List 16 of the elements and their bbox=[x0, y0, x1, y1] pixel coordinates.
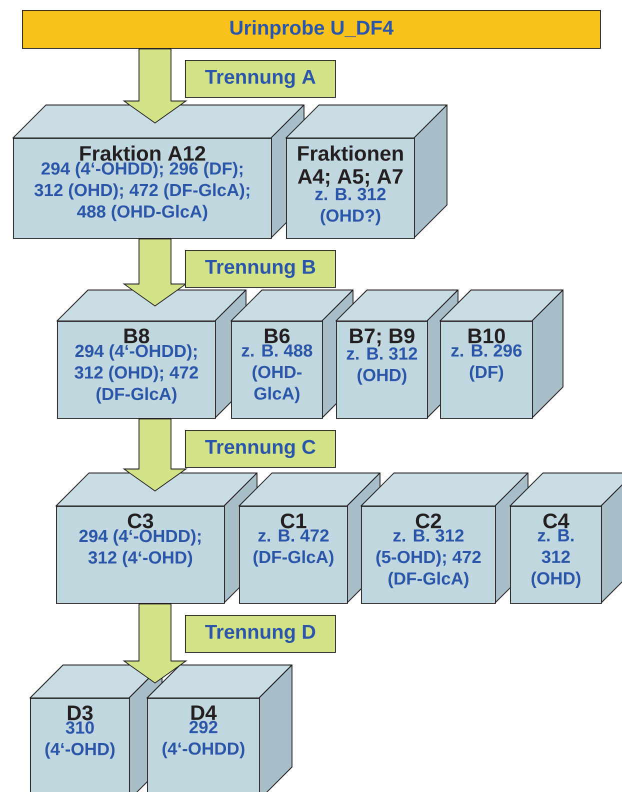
edge-label: Trennung B bbox=[185, 250, 336, 288]
edge-label: Trennung A bbox=[185, 60, 336, 98]
cube-box: C2 z. B. 312 (5-OHD); 472 (DF-GlcA) bbox=[360, 472, 528, 604]
edge-label: Trennung C bbox=[185, 430, 336, 468]
node-label: D3 bbox=[68, 705, 93, 720]
cube-box: Fraktionen A4; A5; A7 z. B. 312 (OHD?) bbox=[286, 104, 448, 239]
cube-box: B10 z. B. 296 (DF) bbox=[440, 290, 564, 419]
edge-label: Trennung D bbox=[185, 615, 336, 653]
cube-box: C4 z. B. 312 (OHD) bbox=[510, 472, 622, 604]
block-arrow bbox=[122, 48, 188, 124]
block-arrow bbox=[122, 418, 188, 492]
block-arrow bbox=[122, 238, 188, 307]
cube-box: D4 292 (4‘-OHDD) bbox=[146, 664, 292, 792]
node-label: 310 (4‘-OHD) bbox=[45, 721, 115, 759]
title-box: Urinprobe U_DF4 bbox=[22, 10, 601, 49]
block-arrow bbox=[122, 603, 188, 684]
